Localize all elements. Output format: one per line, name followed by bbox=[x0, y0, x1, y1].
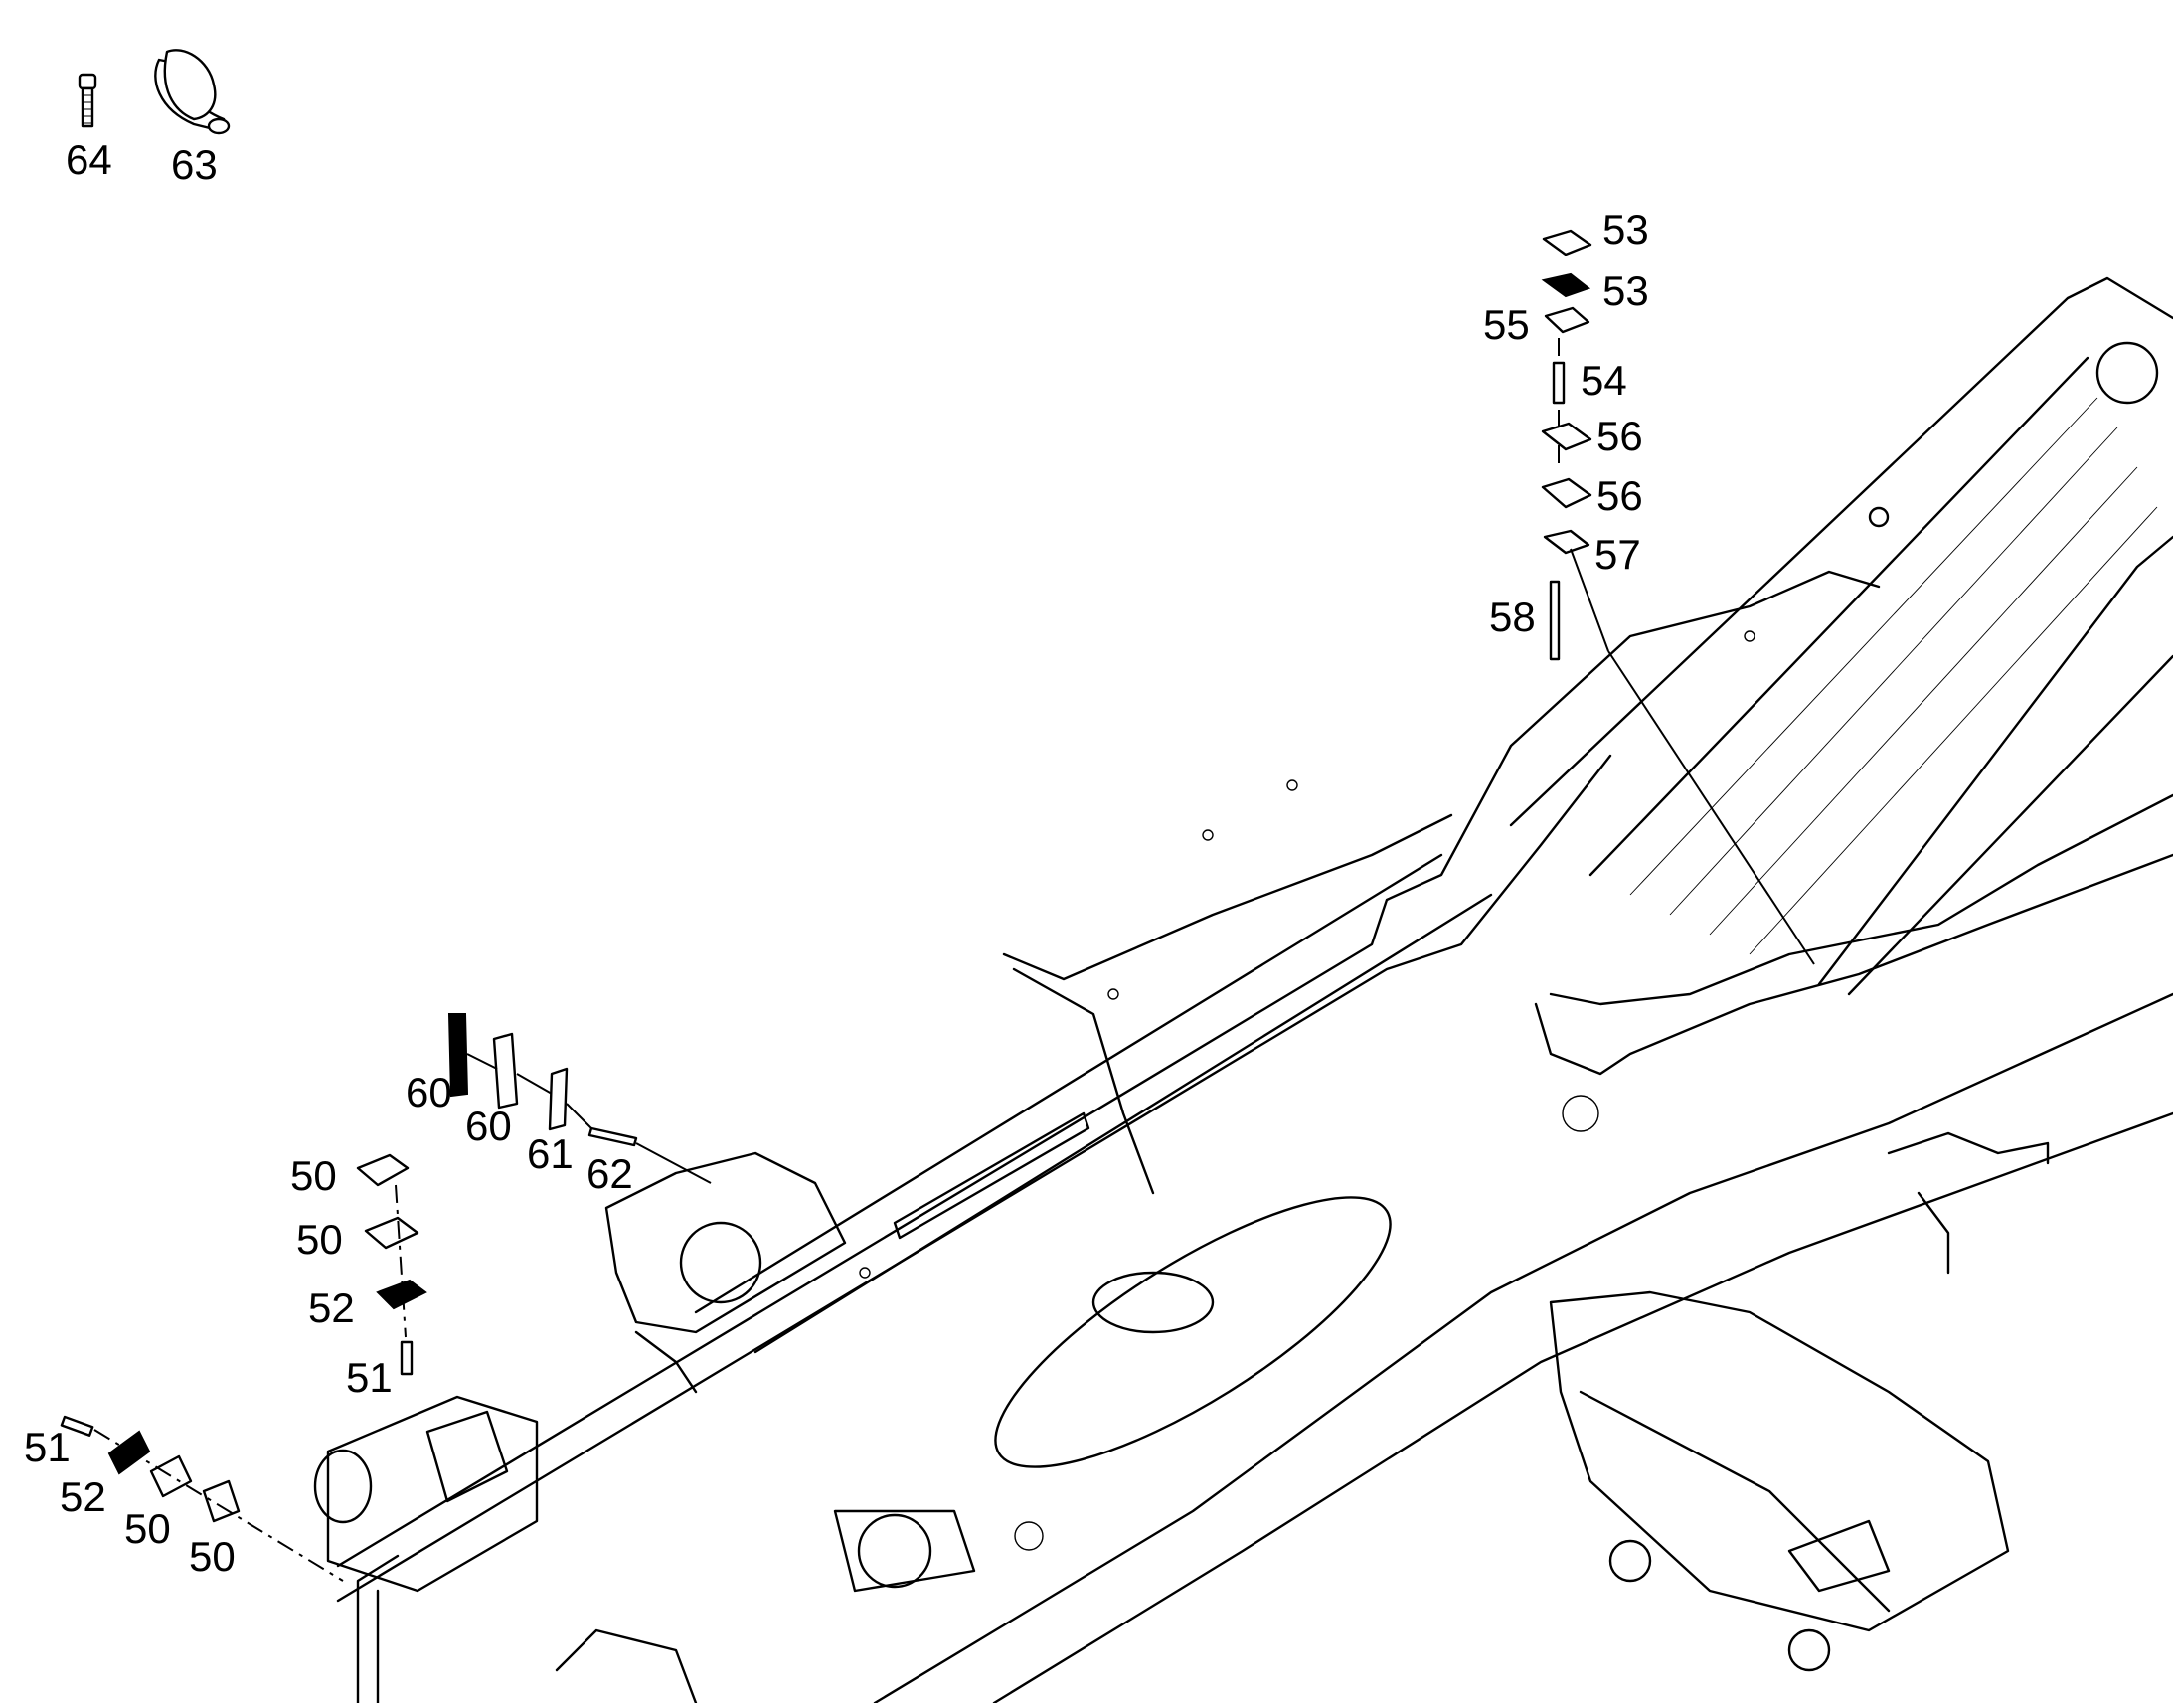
callout-50: 50 bbox=[189, 1533, 236, 1580]
callout-50: 50 bbox=[124, 1505, 171, 1552]
callout-63: 63 bbox=[171, 141, 218, 188]
callout-53: 53 bbox=[1602, 206, 1649, 253]
chassis-frame bbox=[313, 276, 2173, 1705]
callout-51: 51 bbox=[24, 1424, 71, 1470]
callout-52: 52 bbox=[308, 1284, 355, 1331]
callout-53: 53 bbox=[1602, 267, 1649, 314]
callout-61: 61 bbox=[527, 1130, 574, 1177]
part-group-60-62 bbox=[447, 1013, 712, 1184]
callout-51: 51 bbox=[346, 1354, 393, 1401]
callout-50: 50 bbox=[290, 1152, 337, 1199]
callout-55: 55 bbox=[1483, 301, 1530, 348]
callout-60: 60 bbox=[465, 1103, 512, 1149]
callout-58: 58 bbox=[1489, 594, 1536, 640]
callout-60: 60 bbox=[406, 1069, 452, 1115]
callout-50: 50 bbox=[296, 1216, 343, 1263]
part-stack-50-52-51 bbox=[356, 1153, 427, 1376]
callout-64: 64 bbox=[66, 136, 112, 183]
part-row-51-52-50 bbox=[60, 1415, 344, 1582]
bolt-64 bbox=[78, 73, 97, 128]
callout-54: 54 bbox=[1581, 357, 1627, 404]
callout-57: 57 bbox=[1594, 531, 1641, 578]
callout-56: 56 bbox=[1596, 472, 1643, 519]
callout-62: 62 bbox=[586, 1150, 633, 1197]
part-stack-53-58 bbox=[1541, 229, 1815, 965]
clamp-63 bbox=[154, 49, 231, 135]
callout-52: 52 bbox=[60, 1473, 106, 1520]
callout-56: 56 bbox=[1596, 413, 1643, 459]
